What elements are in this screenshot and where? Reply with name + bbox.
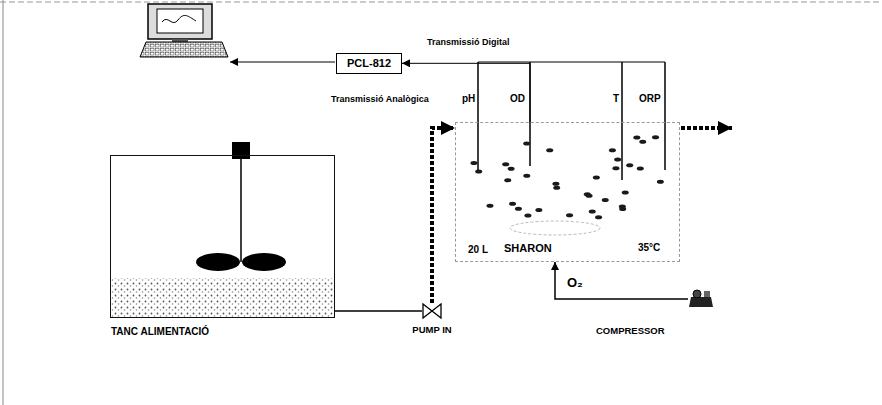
biomass-dot <box>622 191 629 195</box>
biomass-dot <box>508 167 515 171</box>
biomass-dot <box>553 186 560 190</box>
compressor-symbol: COMPRESSOR <box>688 289 714 309</box>
biomass-dot <box>614 158 621 162</box>
biomass-dot <box>523 142 530 146</box>
signal-label: Transmissió Analògica <box>330 94 430 104</box>
connector <box>402 63 530 122</box>
compressor-body <box>689 297 713 307</box>
screen-wave <box>162 15 196 22</box>
node-label: PUMP IN <box>412 325 451 336</box>
biomass-dot <box>524 214 531 218</box>
probe-label: pH <box>461 93 476 105</box>
biomass-dot <box>652 135 659 139</box>
compressor-tank <box>693 290 701 298</box>
pump-symbol: PUMP IN <box>422 303 442 319</box>
monitor <box>148 4 212 39</box>
data-arrow <box>230 62 335 63</box>
probe-bar <box>478 62 665 180</box>
stirrer-shaft <box>240 158 242 262</box>
biomass-dot <box>612 166 619 170</box>
connector <box>555 262 688 299</box>
biomass-dot <box>595 215 602 219</box>
biomass-dot <box>589 210 596 214</box>
frame-line <box>3 0 4 405</box>
node-label: 20 L <box>468 244 488 256</box>
computer <box>140 4 228 57</box>
biomass-dots <box>470 135 663 219</box>
node-label: COMPRESSOR <box>596 326 665 337</box>
frame-line <box>0 2 882 3</box>
biomass-dot <box>619 207 626 211</box>
impeller-blade <box>242 253 286 271</box>
biomass-dot <box>657 180 664 184</box>
node-label: SHARON <box>504 242 552 255</box>
biomass-dot <box>546 148 553 152</box>
impeller-blade <box>196 253 240 271</box>
t-probe <box>621 62 623 180</box>
outlet-arrow <box>681 126 732 130</box>
probe-label: OD <box>509 93 526 105</box>
biomass-dot <box>509 202 516 206</box>
biomass-dot <box>552 182 559 186</box>
feed-tank: TANC ALIMENTACIÓ <box>110 155 335 318</box>
edge-label: O₂ <box>566 276 584 291</box>
feed-tank-parts <box>111 142 334 317</box>
probe-label: T <box>612 93 620 105</box>
sensor-bus <box>478 61 665 62</box>
biomass-dot <box>502 162 509 166</box>
screen <box>157 9 203 33</box>
pump-symbol-outline <box>422 303 442 319</box>
biomass-dot <box>470 161 477 165</box>
probe-label: ORP <box>638 93 662 105</box>
biomass-dot <box>633 136 640 140</box>
biomass-dot <box>566 213 573 217</box>
biomass-dot <box>593 176 600 180</box>
aerator <box>510 221 600 235</box>
ph-probe <box>477 62 479 172</box>
connector <box>432 128 455 303</box>
orp-probe <box>664 62 666 170</box>
biomass-dot <box>586 194 593 198</box>
biomass-dot <box>535 208 542 212</box>
biomass-dot <box>504 178 511 182</box>
keyboard <box>140 42 228 57</box>
connector <box>335 310 422 311</box>
biomass-dot <box>475 169 482 173</box>
node-label: TANC ALIMENTACIÓ <box>111 326 209 338</box>
compressor-head <box>704 291 710 297</box>
node-label: PCL-812 <box>347 57 391 70</box>
tank-sludge <box>111 278 334 317</box>
biomass-dot <box>515 207 522 211</box>
controller-box: PCL-812 <box>336 53 402 74</box>
biomass-dot <box>523 174 530 178</box>
compressor-symbol-outline <box>688 289 714 309</box>
biomass-dot <box>602 198 609 202</box>
biomass-dot <box>637 166 644 170</box>
biomass-dot <box>639 140 646 144</box>
stirrer-motor <box>232 142 250 159</box>
edge-label: Transmissió Digital <box>426 37 511 47</box>
reactor: SHARON 20 L 35°C <box>455 122 680 262</box>
biomass-dot <box>626 163 633 167</box>
biomass-dot <box>609 148 616 152</box>
biomass-dot <box>486 204 493 208</box>
pump-body <box>423 304 441 318</box>
node-label: 35°C <box>638 242 660 254</box>
